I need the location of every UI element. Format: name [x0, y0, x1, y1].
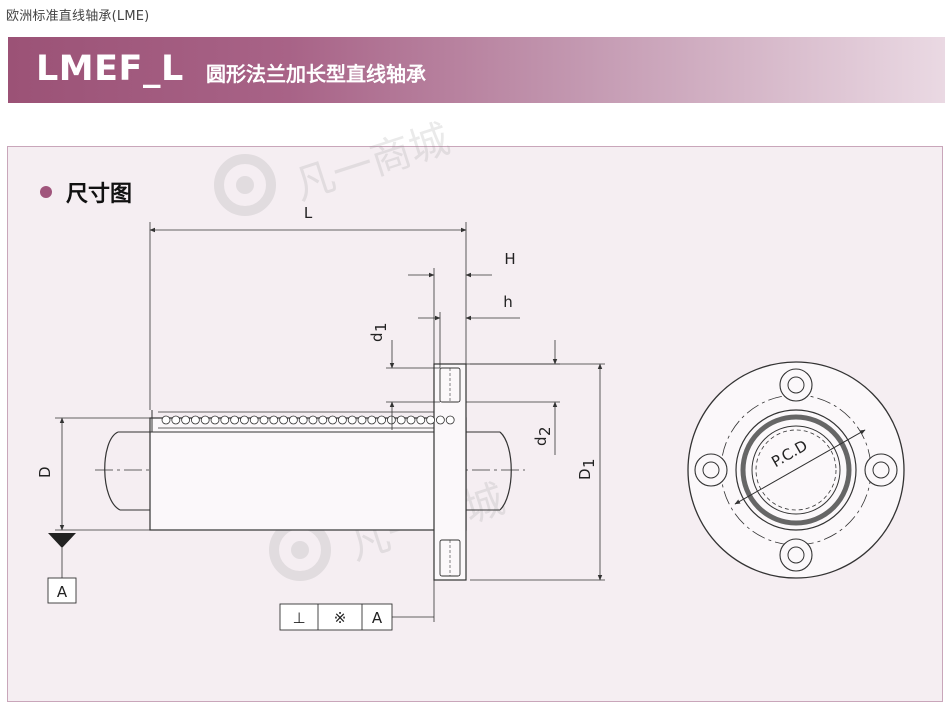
model-title: LMEF_L: [36, 49, 184, 89]
bearing-ball: [269, 415, 279, 425]
mounting-holes: [694, 368, 898, 572]
bearing-ball: [308, 415, 318, 425]
svg-text:1: 1: [580, 458, 598, 468]
bearing-ball: [230, 415, 240, 425]
product-subtitle: 圆形法兰加长型直线轴承: [206, 62, 426, 86]
breadcrumb: 欧洲标准直线轴承(LME): [6, 9, 150, 24]
bearing-ball: [298, 415, 308, 425]
title-banner: LMEF_L 圆形法兰加长型直线轴承: [8, 37, 945, 103]
bearing-ball: [210, 415, 220, 425]
label-D1: D 1: [576, 458, 598, 480]
watermark-text-1: 凡一商城: [289, 116, 455, 209]
datum-symbol: A: [47, 533, 77, 604]
dimension-lines: [55, 222, 605, 622]
datum-label: A: [57, 583, 68, 601]
bearing-ball: [200, 415, 210, 425]
bearing-ball: [357, 415, 367, 425]
svg-text:2: 2: [536, 426, 554, 436]
bearing-ball: [347, 415, 357, 425]
bearing-balls: [161, 415, 455, 425]
label-H: H: [504, 250, 515, 268]
front-view: [687, 361, 905, 579]
bearing-ball: [161, 415, 171, 425]
tolerance-modifier: ※: [334, 609, 347, 627]
bearing-ball: [190, 415, 200, 425]
bearing-ball: [386, 415, 396, 425]
bearing-ball: [426, 415, 436, 425]
bearing-ball: [181, 415, 191, 425]
side-view: [95, 363, 525, 581]
label-h: h: [503, 293, 513, 311]
label-D: D: [36, 466, 54, 478]
svg-text:D: D: [576, 468, 594, 480]
bearing-ball: [367, 415, 377, 425]
bearing-ball: [396, 415, 406, 425]
svg-text:1: 1: [372, 322, 390, 332]
bearing-ball: [279, 415, 289, 425]
svg-text:d: d: [532, 436, 550, 446]
bearing-ball: [406, 415, 416, 425]
bearing-ball: [445, 415, 455, 425]
bearing-ball: [318, 415, 328, 425]
section-heading: 尺寸图: [66, 182, 133, 207]
bearing-ball: [328, 415, 338, 425]
bearing-ball: [249, 415, 259, 425]
bullet-icon: [40, 186, 52, 198]
bearing-ball: [220, 415, 230, 425]
bearing-ball: [288, 415, 298, 425]
label-L: L: [304, 204, 313, 222]
tolerance-datum: A: [372, 609, 383, 627]
label-d2: d 2: [532, 426, 554, 446]
bearing-ball: [416, 415, 426, 425]
bearing-ball: [239, 415, 249, 425]
bearing-ball: [171, 415, 181, 425]
svg-text:D: D: [36, 466, 54, 478]
label-d1: d 1: [368, 322, 390, 342]
svg-text:d: d: [368, 332, 386, 342]
perpendicularity-symbol: ⊥: [292, 609, 305, 627]
tolerance-frame: ⊥ ※ A: [279, 603, 393, 631]
bearing-ball: [435, 415, 445, 425]
bearing-ball: [377, 415, 387, 425]
bearing-ball: [259, 415, 269, 425]
bearing-ball: [337, 415, 347, 425]
